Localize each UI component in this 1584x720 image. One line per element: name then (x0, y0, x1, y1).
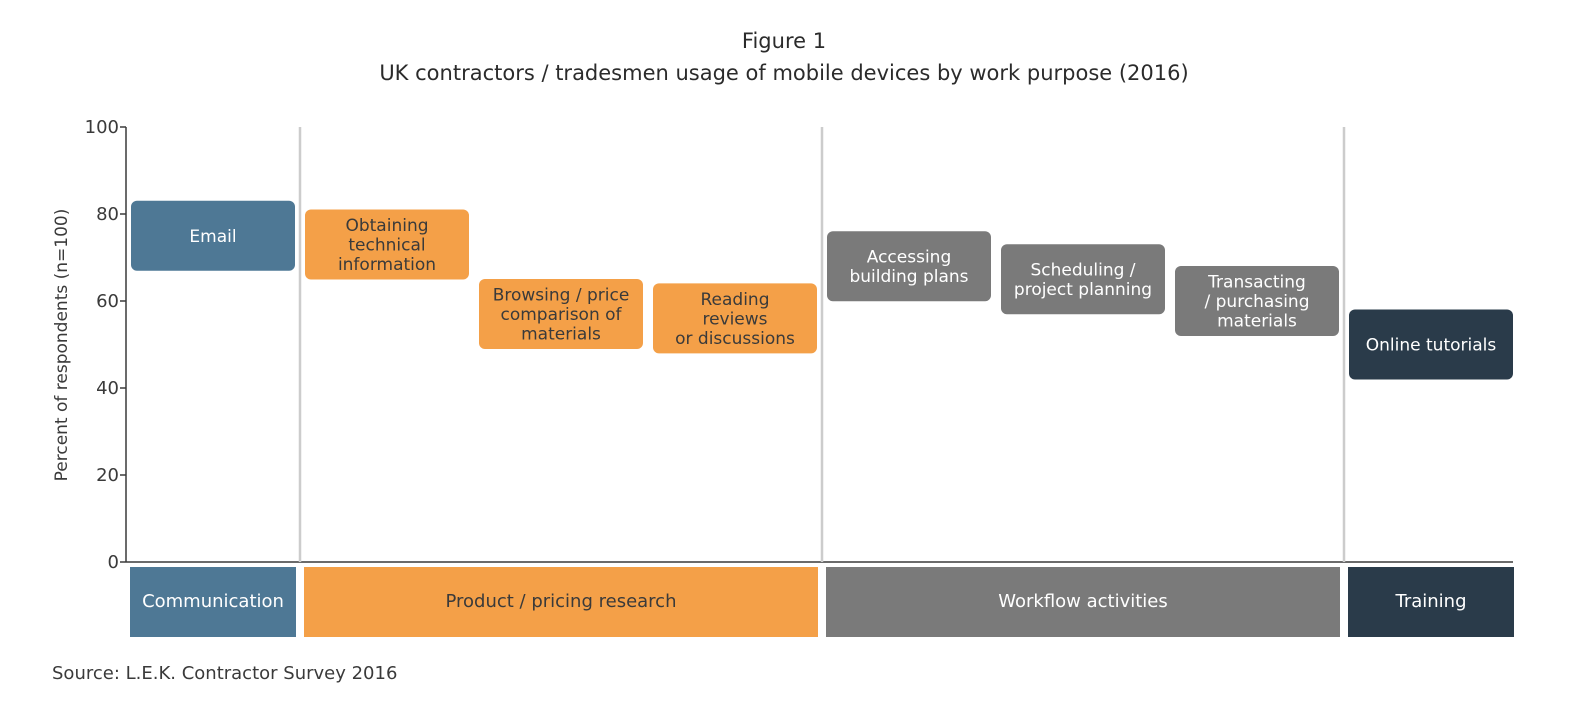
y-axis-label: Percent of respondents (n=100) (52, 209, 72, 482)
value-box (479, 279, 643, 350)
value-box (1349, 309, 1513, 380)
value-box-label: Online tutorials (1366, 336, 1497, 356)
category-band (304, 567, 818, 637)
value-box (653, 283, 817, 354)
value-box (1001, 244, 1165, 315)
category-label: Communication (142, 591, 284, 612)
y-tick-label: 40 (96, 378, 119, 399)
category-band (130, 567, 296, 637)
y-tick-label: 60 (96, 291, 119, 312)
category-band (1348, 567, 1514, 637)
y-tick-label: 20 (96, 465, 119, 486)
value-box-label: Scheduling /project planning (1014, 261, 1152, 301)
y-tick-label: 80 (96, 204, 119, 225)
value-box (1175, 266, 1339, 336)
chart-title: UK contractors / tradesmen usage of mobi… (379, 61, 1188, 85)
source-note: Source: L.E.K. Contractor Survey 2016 (52, 663, 397, 684)
value-box-label: Email (189, 227, 236, 247)
category-label: Training (1394, 591, 1466, 612)
category-label: Product / pricing research (445, 591, 676, 612)
category-label: Workflow activities (998, 591, 1168, 612)
value-box (827, 231, 991, 302)
value-box (305, 209, 469, 280)
y-tick-label: 100 (85, 117, 119, 138)
category-band (826, 567, 1340, 637)
y-tick-label: 0 (108, 552, 119, 573)
figure-label: Figure 1 (742, 29, 826, 53)
value-box (131, 200, 295, 271)
